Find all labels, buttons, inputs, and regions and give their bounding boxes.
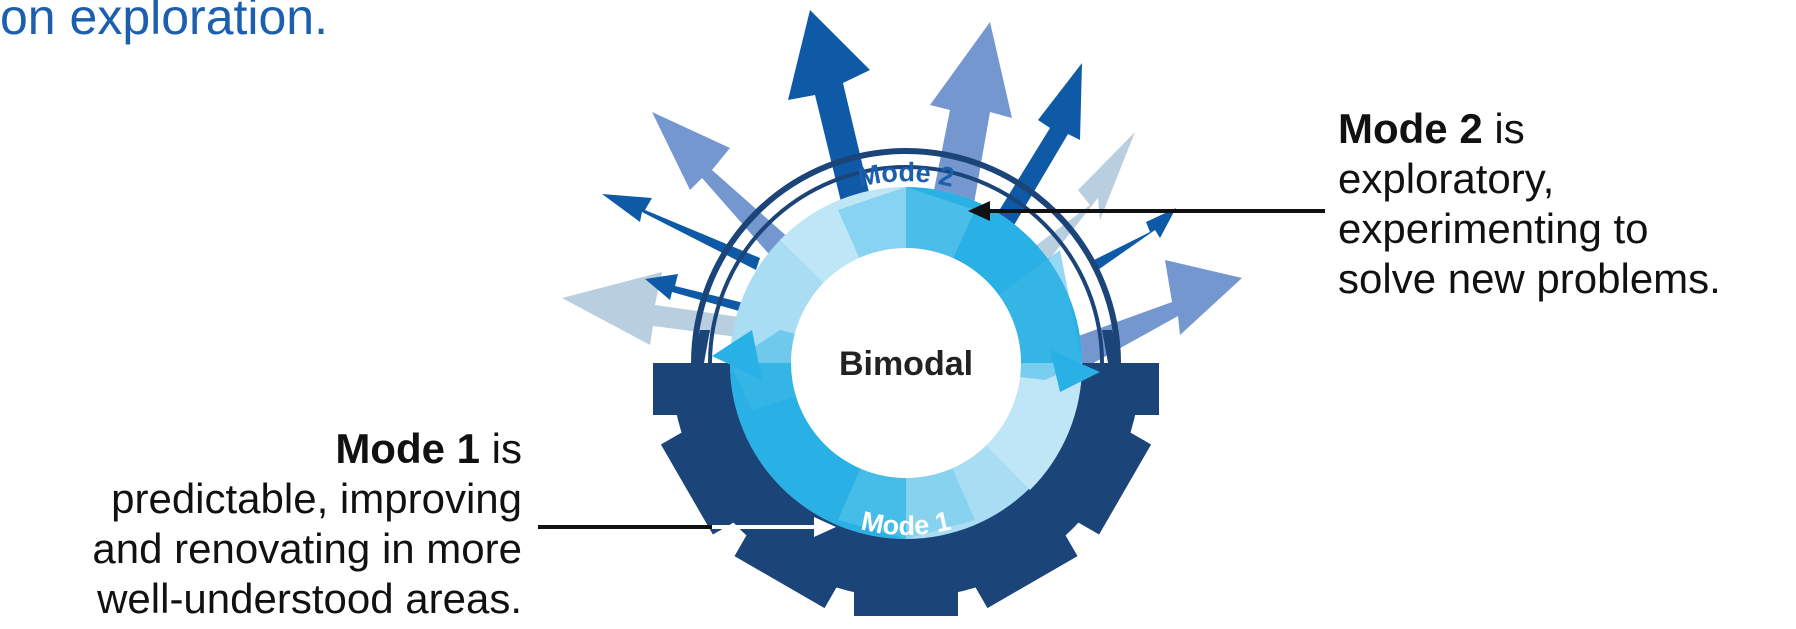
mode2-callout-is: is (1482, 105, 1525, 152)
center-label: Bimodal (839, 345, 973, 383)
mode2-ring (691, 148, 1121, 363)
exploration-arrows (562, 10, 1242, 390)
arrow-pale-left (562, 272, 760, 345)
mode2-callout-line1: Mode 2 is (1338, 104, 1721, 154)
mode1-callout-line3: and renovating in more (92, 525, 522, 572)
arrow-royal-upleft (602, 194, 760, 270)
mode2-callout: Mode 2 is exploratory, experimenting to … (1338, 104, 1721, 304)
mode1-ring-label: Mode 1 (859, 506, 954, 541)
mode2-callout-title: Mode 2 (1338, 105, 1483, 152)
mode2-callout-line2: exploratory, (1338, 155, 1555, 202)
mode1-callout-line2: predictable, improving (111, 475, 522, 522)
arrow-periwinkle-upleft (652, 112, 808, 278)
arrow-royal-upright (992, 63, 1082, 232)
inner-ring (712, 186, 1100, 539)
heading-fragment: on exploration. (0, 0, 329, 45)
mode1-callout: Mode 1 is predictable, improving and ren… (0, 424, 522, 624)
mode1-pointer (538, 517, 836, 537)
arrow-periwinkle-up (930, 22, 1012, 215)
mode1-callout-line1: Mode 1 is (0, 424, 522, 474)
mode2-ring-label: Mode 2 (855, 157, 957, 192)
mode1-callout-is: is (480, 425, 522, 472)
mode2-callout-line3: experimenting to (1338, 205, 1649, 252)
mode1-callout-line4: well-understood areas. (97, 575, 522, 622)
ring-arrow-head-left (712, 330, 762, 380)
ring-arrow-head-right (1050, 350, 1100, 392)
arrow-royal-right (1090, 208, 1176, 272)
mode2-callout-line4: solve new problems. (1338, 255, 1721, 302)
mode2-pointer (968, 201, 1325, 221)
mode1-callout-title: Mode 1 (335, 425, 480, 472)
arrow-periwinkle-right (1040, 260, 1242, 390)
